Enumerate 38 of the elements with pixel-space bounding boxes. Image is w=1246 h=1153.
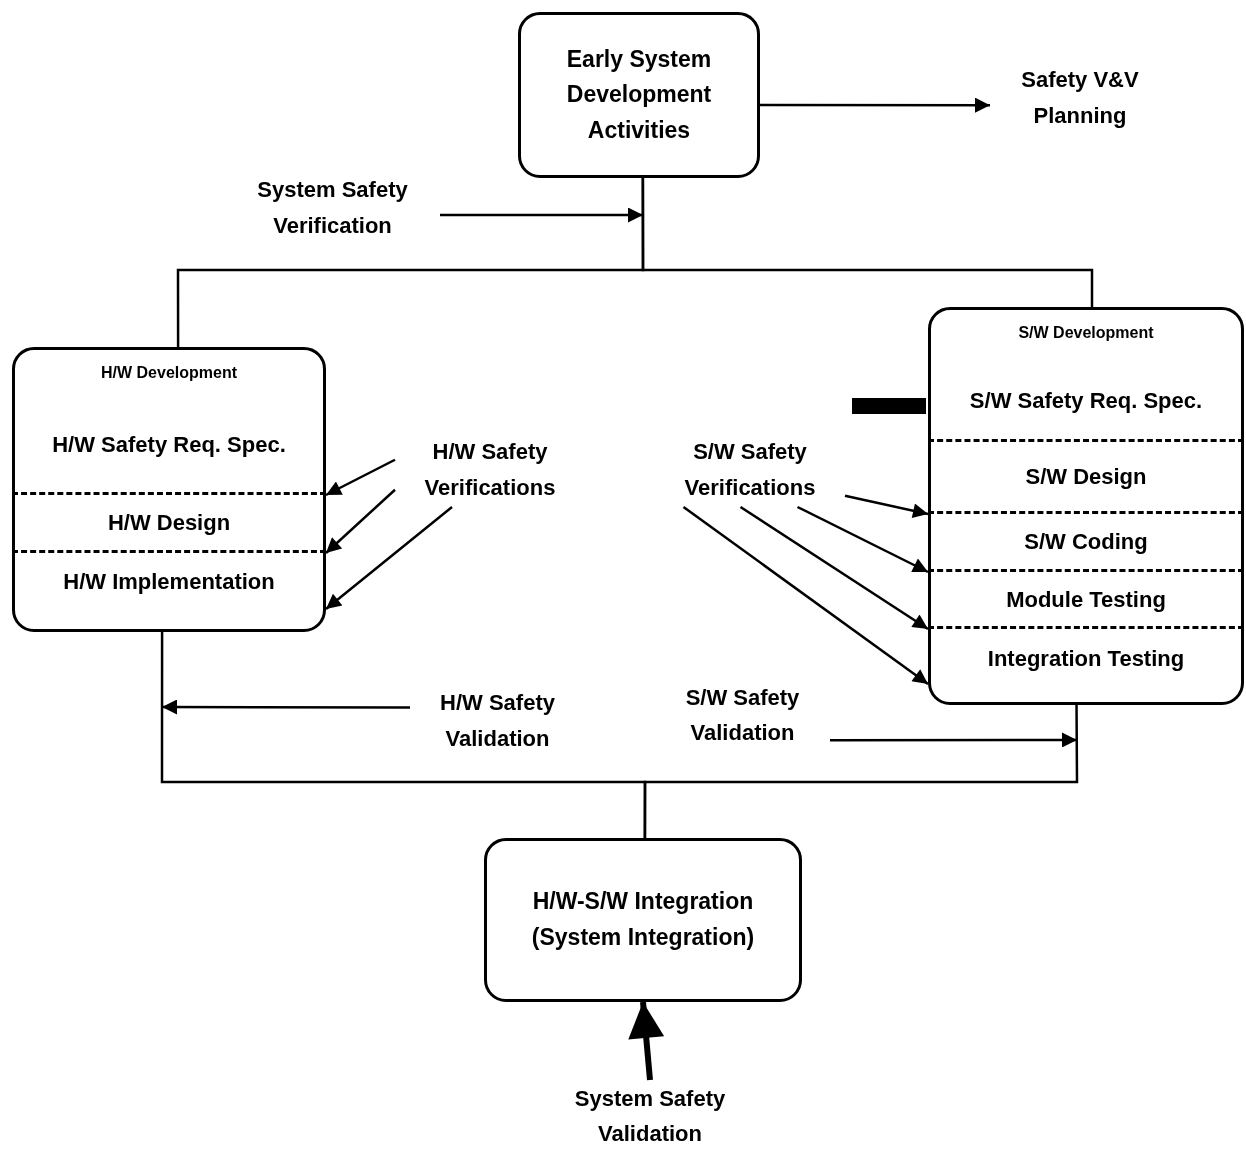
flow-label: System Safety Validation — [573, 1084, 727, 1148]
arrow — [628, 1001, 665, 1081]
box-label: H/W-S/W Integration (System Integration) — [530, 887, 756, 952]
arrow — [796, 505, 929, 574]
arrow — [739, 505, 929, 631]
phase-label: S/W Design — [1025, 463, 1147, 491]
connector-line — [641, 178, 1094, 307]
development-box — [12, 347, 326, 632]
box-label: Early System Development Activities — [565, 44, 713, 145]
arrow — [760, 97, 990, 113]
arrow — [325, 488, 396, 554]
arrow — [844, 494, 929, 519]
arrow — [830, 732, 1077, 748]
phase-label: Integration Testing — [987, 644, 1185, 673]
flow-label: H/W Safety Verifications — [423, 438, 557, 502]
arrow — [682, 506, 929, 686]
process-box — [484, 838, 802, 1002]
development-box — [928, 307, 1244, 705]
filled-bar — [852, 398, 926, 414]
phase-label: S/W Safety Req. Spec. — [969, 387, 1203, 415]
flow-label: S/W Safety Verifications — [683, 438, 817, 502]
phase-label: Module Testing — [1006, 585, 1166, 614]
arrow — [325, 506, 453, 610]
flow-label: H/W Safety Validation — [439, 689, 556, 753]
group-heading: S/W Development — [1018, 322, 1154, 343]
arrow — [440, 207, 643, 223]
phase-label: H/W Safety Req. Spec. — [52, 431, 286, 459]
phase-label: H/W Implementation — [63, 567, 275, 596]
flow-label: S/W Safety Validation — [684, 683, 801, 747]
phase-label: H/W Design — [107, 509, 231, 537]
group-heading: H/W Development — [101, 362, 237, 383]
connector-line — [643, 705, 1079, 838]
arrow — [325, 458, 396, 497]
flow-label: System Safety Verification — [256, 176, 409, 240]
phase-label: S/W Coding — [1024, 528, 1148, 556]
arrow — [162, 699, 410, 715]
flow-label: Safety V&V Planning — [1020, 66, 1140, 130]
process-box — [518, 12, 760, 178]
